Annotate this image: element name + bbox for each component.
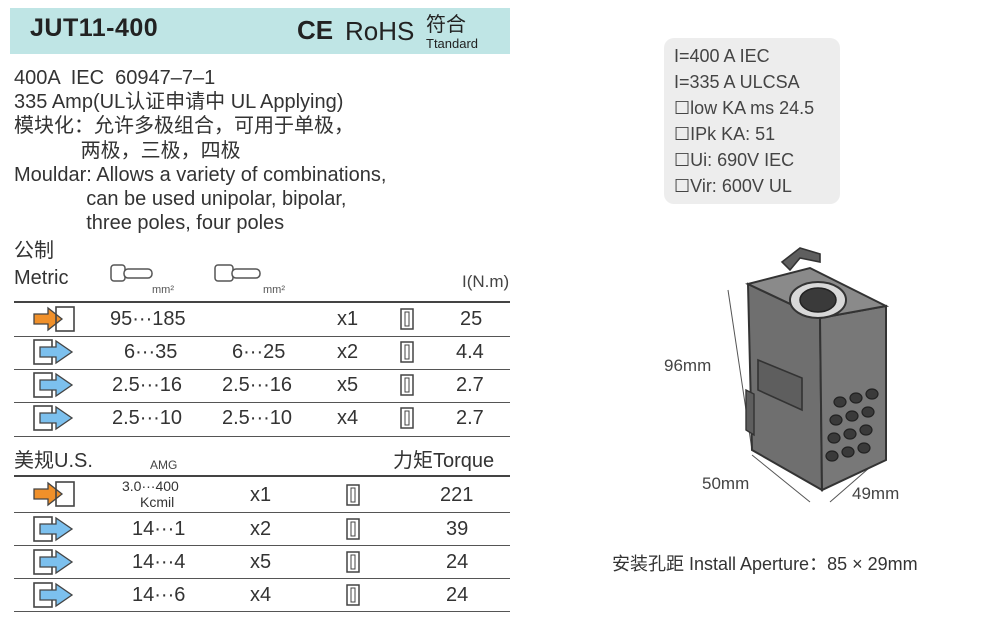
compliance-cn: 符合 xyxy=(426,14,466,36)
header-band xyxy=(10,8,510,54)
arrow-orange-icon xyxy=(33,481,75,507)
model-title: JUT11-400 xyxy=(30,14,159,42)
arrow-blue-icon xyxy=(33,549,74,575)
metric-label-en: Metric xyxy=(14,267,69,289)
torque-header-us: 力矩Torque xyxy=(393,450,495,472)
screw-icon xyxy=(400,308,414,330)
us-label: 美规U.S. xyxy=(14,450,93,472)
row-divider xyxy=(14,402,510,403)
unit-label: mm² xyxy=(263,284,285,296)
arrow-blue-icon xyxy=(33,516,74,542)
install-aperture: 安装孔距 Install Aperture：85 × 29mm xyxy=(612,554,918,574)
intro-line: can be used unipolar, bipolar, xyxy=(14,188,347,210)
spec-line: ☐Ui: 690V IEC xyxy=(674,150,795,170)
arrow-blue-icon xyxy=(33,372,74,398)
screw-icon xyxy=(400,374,414,396)
row-divider xyxy=(14,545,510,546)
row-divider xyxy=(14,436,510,437)
intro-line: three poles, four poles xyxy=(14,212,285,234)
screw-icon xyxy=(346,518,360,540)
wire-end-icon xyxy=(110,264,153,282)
table-divider xyxy=(14,475,510,477)
screw-icon xyxy=(346,551,360,573)
screw-icon xyxy=(400,407,414,429)
torque-header: I(N.m) xyxy=(462,272,510,291)
row-divider xyxy=(14,336,510,337)
ce-mark: CE xyxy=(297,15,334,45)
screw-icon xyxy=(346,484,360,506)
width-dimension: 50mm xyxy=(702,474,750,493)
row-divider xyxy=(14,369,510,370)
row-divider xyxy=(14,611,510,612)
intro-line: 两极，三极，四极 xyxy=(14,140,241,162)
arrow-blue-icon xyxy=(33,405,74,431)
awg-label: AMG xyxy=(150,458,178,472)
height-dimension: 96mm xyxy=(664,356,712,375)
spec-line: ☐low KA ms 24.5 xyxy=(674,98,815,118)
depth-dimension: 49mm xyxy=(852,484,900,503)
screw-icon xyxy=(346,584,360,606)
spec-line: ☐IPk KA: 51 xyxy=(674,124,776,144)
terminal-block-drawing xyxy=(727,247,890,503)
spec-line: I=400 A IEC xyxy=(674,46,770,66)
table-divider xyxy=(14,301,510,303)
metric-label-cn: 公制 xyxy=(14,240,54,262)
arrow-orange-icon xyxy=(33,306,75,332)
intro-line: Mouldar: Allows a variety of combination… xyxy=(14,164,387,186)
row-divider xyxy=(14,578,510,579)
compliance-en: Ttandard xyxy=(426,36,479,51)
rohs-mark: RoHS xyxy=(345,16,415,46)
unit-label: mm² xyxy=(152,284,174,296)
intro-line: 335 Amp(UL认证申请中 UL Applying) xyxy=(14,91,344,113)
arrow-blue-icon xyxy=(33,582,74,608)
ferrule-icon xyxy=(214,264,261,282)
intro-line: 模块化：允许多极组合，可用于单极， xyxy=(14,115,354,137)
spec-box: I=400 A IEC I=335 A ULCSA ☐low KA ms 24.… xyxy=(664,38,840,204)
screw-icon xyxy=(400,341,414,363)
spec-line: I=335 A ULCSA xyxy=(674,72,800,92)
spec-line: ☐Vir: 600V UL xyxy=(674,176,792,196)
intro-line: 400A IEC 60947–7–1 xyxy=(14,67,216,89)
row-divider xyxy=(14,512,510,513)
arrow-blue-icon xyxy=(33,339,74,365)
